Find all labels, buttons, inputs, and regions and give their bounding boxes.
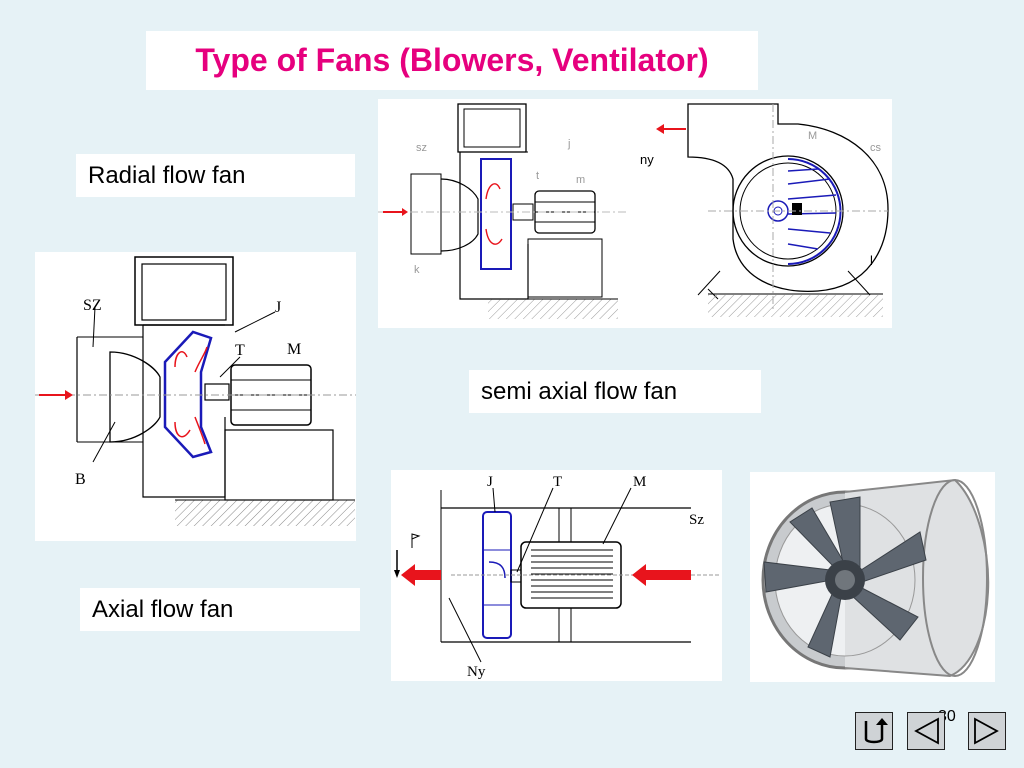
label-ny: ny <box>640 152 654 167</box>
label-sz-axial: Sz <box>689 512 704 528</box>
label-sz: SZ <box>83 297 102 314</box>
label-axial-box: Axial flow fan <box>80 588 360 631</box>
label-j: J <box>275 299 281 316</box>
label-M-large: M <box>808 130 817 142</box>
label-k-small: k <box>414 264 420 276</box>
radial-fan-diagram: sz j t m k ny M cs l <box>378 99 892 328</box>
label-m-small: m <box>576 174 585 186</box>
semi-axial-fan-diagram: SZ J T M B <box>35 252 356 541</box>
axial-fan-photo <box>750 472 995 682</box>
next-button[interactable] <box>968 712 1006 750</box>
axial-fan-diagram: J T M Sz Ny <box>391 470 722 681</box>
return-icon <box>864 718 888 744</box>
label-m: M <box>287 341 301 358</box>
title-box: Type of Fans (Blowers, Ventilator) <box>146 31 758 90</box>
label-radial-box: Radial flow fan <box>76 154 355 197</box>
label-t: T <box>235 342 245 359</box>
label-t-small: t <box>536 170 539 182</box>
label-radial: Radial flow fan <box>88 161 246 189</box>
previous-button[interactable] <box>907 712 945 750</box>
label-axial: Axial flow fan <box>92 595 234 623</box>
label-semi-axial-box: semi axial flow fan <box>469 370 761 413</box>
label-semi-axial: semi axial flow fan <box>481 377 678 405</box>
next-icon <box>974 717 999 745</box>
previous-icon <box>914 717 939 745</box>
label-j-small: j <box>567 138 570 150</box>
label-cs: cs <box>870 142 882 154</box>
label-l: l <box>870 253 873 268</box>
label-t-axial: T <box>553 474 562 490</box>
return-button[interactable] <box>855 712 893 750</box>
label-b: B <box>75 471 86 488</box>
label-sz-small: sz <box>416 142 427 154</box>
label-ny-axial: Ny <box>467 664 486 680</box>
label-m-axial: M <box>633 474 646 490</box>
slide-title: Type of Fans (Blowers, Ventilator) <box>195 42 709 78</box>
label-j-axial: J <box>487 474 493 490</box>
